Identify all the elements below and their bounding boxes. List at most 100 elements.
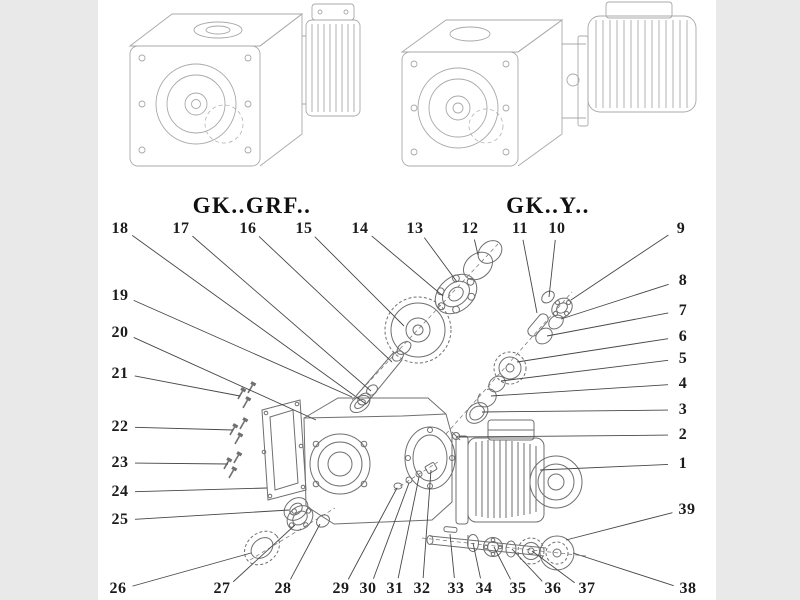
- model-label-gk-y: GK..Y..: [506, 193, 590, 218]
- part-number-26: 26: [109, 580, 127, 597]
- leader-line-29: [347, 487, 398, 580]
- part-number-23: 23: [111, 454, 129, 471]
- leader-line-17: [192, 235, 372, 392]
- leader-line-39: [565, 512, 673, 541]
- part-number-12: 12: [461, 220, 479, 237]
- part-number-38: 38: [679, 580, 697, 597]
- part-number-3: 3: [678, 401, 688, 418]
- leader-line-34: [472, 542, 481, 579]
- part-number-11: 11: [511, 220, 529, 237]
- leader-line-32: [422, 469, 432, 579]
- leader-line-38: [572, 552, 674, 587]
- paper-background: [98, 0, 716, 600]
- motor-input-parts: [451, 290, 573, 441]
- output-shaft-assembly: [426, 526, 575, 571]
- axis-line-keys: [393, 461, 439, 491]
- part-number-27: 27: [213, 580, 231, 597]
- part-number-33: 33: [447, 580, 465, 597]
- leader-line-20: [133, 337, 317, 421]
- part-number-25: 25: [111, 511, 129, 528]
- retaining-rings: [463, 240, 503, 281]
- gearbox-y-drawing: [400, 1, 697, 167]
- axis-line-input: [351, 243, 499, 401]
- ball-bearing-upper: [434, 273, 478, 315]
- part-number-7: 7: [678, 302, 688, 319]
- part-number-16: 16: [239, 220, 257, 237]
- part-number-20: 20: [111, 324, 129, 341]
- part-number-10: 10: [548, 220, 566, 237]
- part-number-4: 4: [678, 375, 688, 392]
- part-number-39: 39: [678, 501, 696, 518]
- cover-bolts: [223, 381, 257, 479]
- part-number-1: 1: [678, 455, 688, 472]
- leader-line-7: [546, 312, 669, 337]
- part-number-6: 6: [678, 328, 688, 345]
- leader-line-13: [423, 237, 458, 283]
- leader-line-36: [511, 548, 543, 582]
- part-number-22: 22: [111, 418, 129, 435]
- part-number-2: 2: [678, 426, 688, 443]
- leader-line-12: [473, 239, 479, 256]
- leader-line-14: [371, 235, 444, 297]
- leader-line-37: [531, 550, 575, 584]
- part-number-30: 30: [359, 580, 377, 597]
- axis-line-output-left: [249, 507, 336, 561]
- leader-line-25: [134, 509, 290, 520]
- leader-line-24: [134, 487, 268, 493]
- leader-line-16: [258, 236, 393, 363]
- part-number-14: 14: [351, 220, 369, 237]
- part-number-36: 36: [544, 580, 562, 597]
- part-number-15: 15: [295, 220, 313, 237]
- part-number-18: 18: [111, 220, 129, 237]
- part-number-24: 24: [111, 483, 129, 500]
- leader-line-21: [134, 375, 241, 397]
- leader-line-3: [481, 409, 669, 413]
- gearbox-grf-drawing: [128, 3, 361, 167]
- part-number-29: 29: [332, 580, 350, 597]
- round-cover: [283, 497, 309, 521]
- leader-line-5: [500, 359, 669, 382]
- gasket-plate: [261, 399, 307, 501]
- part-number-35: 35: [509, 580, 527, 597]
- motor: [455, 419, 583, 525]
- leader-line-35: [493, 546, 511, 580]
- part-number-9: 9: [676, 220, 686, 237]
- leader-line-26: [132, 552, 252, 587]
- leader-line-18: [131, 235, 367, 405]
- leader-line-1: [539, 464, 669, 471]
- part-number-13: 13: [406, 220, 424, 237]
- leader-line-2: [458, 434, 669, 438]
- leader-line-6: [516, 338, 669, 363]
- part-number-37: 37: [578, 580, 596, 597]
- leader-line-31: [397, 476, 420, 579]
- leader-line-8: [560, 283, 669, 320]
- keys-and-plugs: [393, 462, 438, 490]
- part-number-19: 19: [111, 287, 129, 304]
- large-gear: [384, 296, 452, 364]
- part-number-21: 21: [111, 365, 129, 382]
- leader-line-33: [449, 533, 455, 579]
- part-number-28: 28: [274, 580, 292, 597]
- leader-line-27: [232, 524, 296, 583]
- leader-line-23: [134, 462, 229, 465]
- leader-line-10: [548, 239, 556, 298]
- leader-line-28: [290, 523, 321, 580]
- part-number-17: 17: [172, 220, 190, 237]
- model-label-gk-grf: GK..GRF..: [192, 193, 312, 218]
- part-number-32: 32: [413, 580, 431, 597]
- axis-line-motor-input: [445, 291, 573, 435]
- leader-line-15: [314, 236, 405, 327]
- leader-line-19: [133, 299, 353, 398]
- exploded-view-drawing: [223, 240, 587, 571]
- part-number-34: 34: [475, 580, 493, 597]
- part-number-8: 8: [678, 272, 688, 289]
- leader-line-11: [522, 239, 538, 314]
- part-number-31: 31: [386, 580, 404, 597]
- leader-line-30: [372, 482, 410, 579]
- output-bearing-left: [244, 505, 330, 566]
- leader-line-9: [570, 234, 669, 301]
- leader-line-4: [490, 384, 669, 397]
- leader-line-22: [134, 426, 234, 431]
